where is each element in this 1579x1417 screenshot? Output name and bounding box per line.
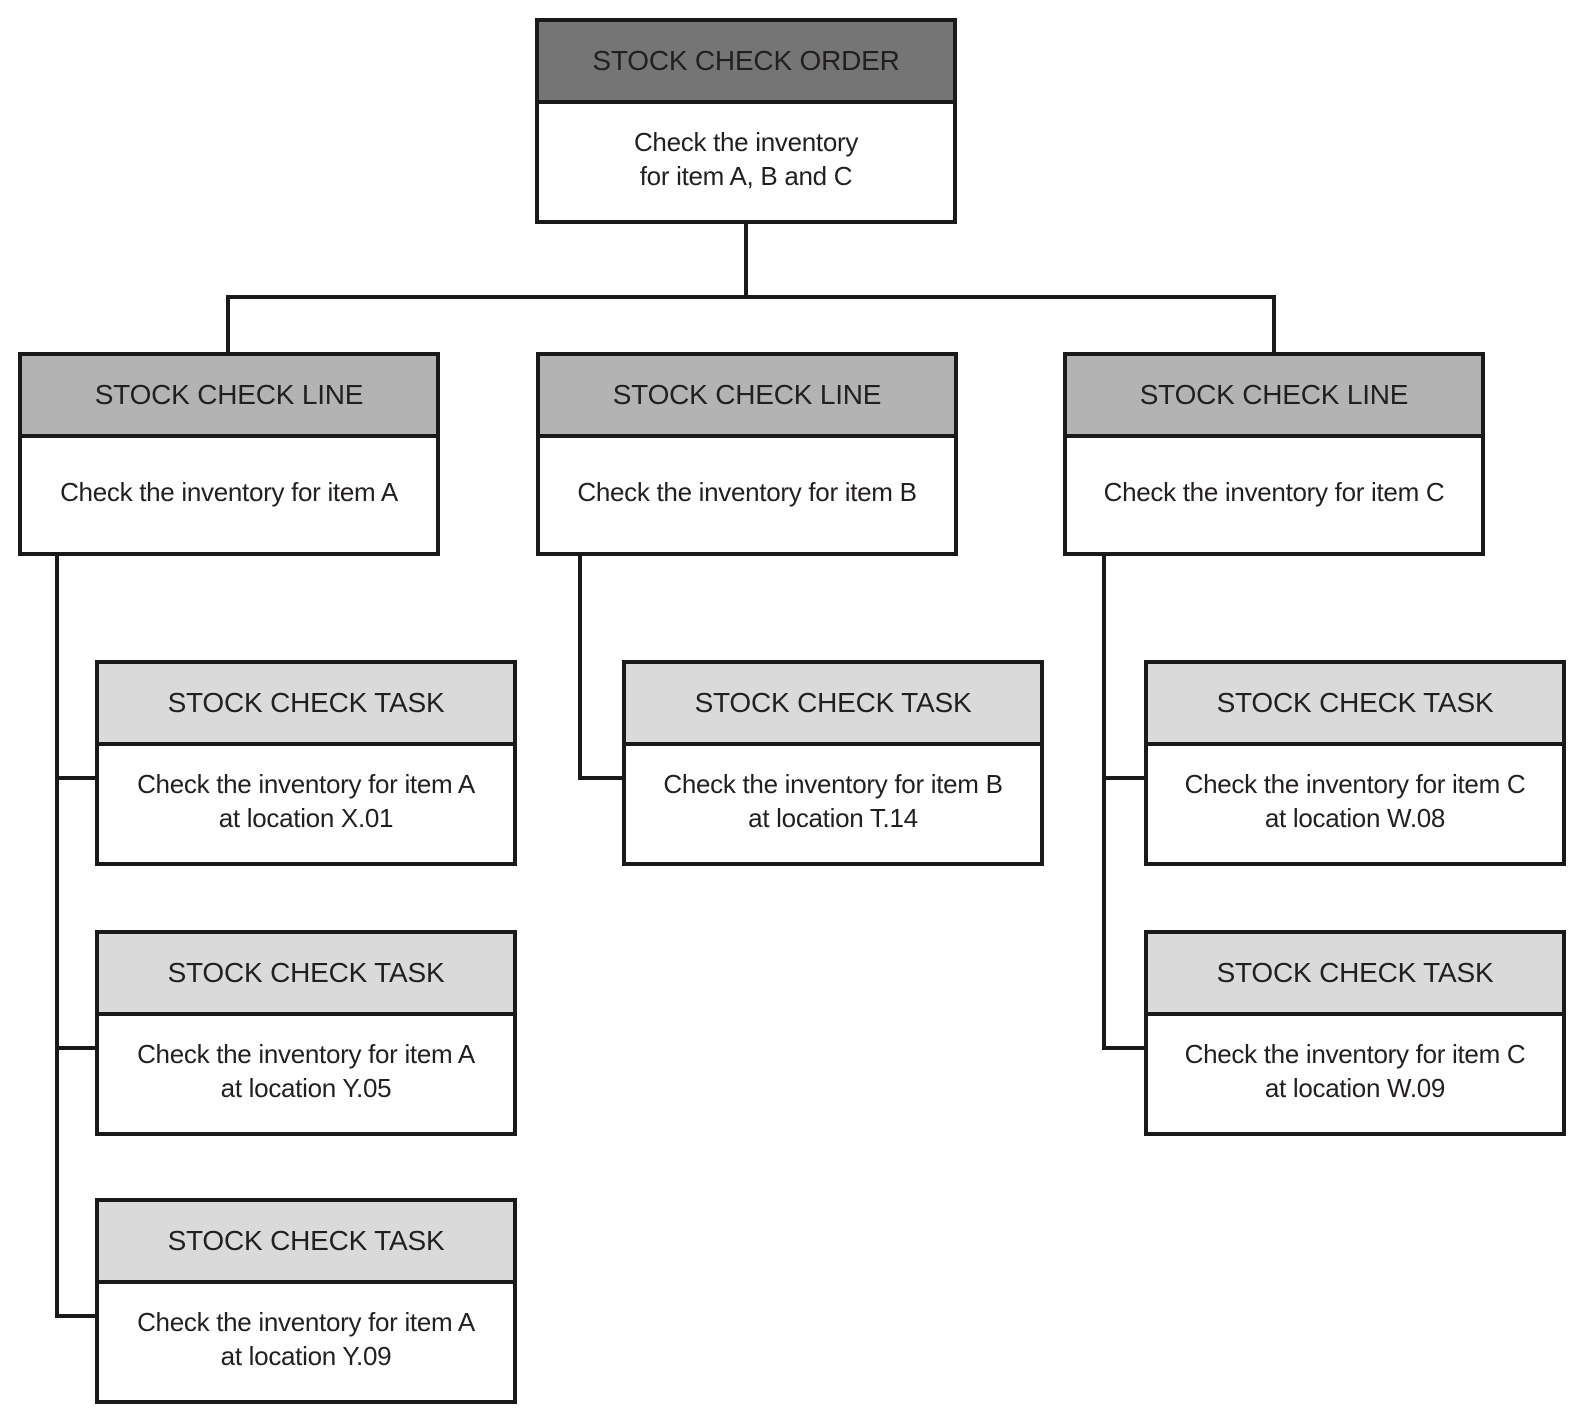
connector-top-rail bbox=[226, 295, 1276, 358]
task-box-x01-title: STOCK CHECK TASK bbox=[99, 664, 513, 746]
connector-branch-a bbox=[55, 552, 101, 1318]
task-box-y09: STOCK CHECK TASK Check the inventory for… bbox=[95, 1198, 517, 1404]
task-box-y09-title: STOCK CHECK TASK bbox=[99, 1202, 513, 1284]
task-box-w08-title: STOCK CHECK TASK bbox=[1148, 664, 1562, 746]
order-box-text: Check the inventory for item A, B and C bbox=[633, 126, 859, 191]
line-box-item-a-text: Check the inventory for item A bbox=[60, 476, 398, 507]
line-box-item-b: STOCK CHECK LINE Check the inventory for… bbox=[536, 352, 958, 556]
task-box-y05-title: STOCK CHECK TASK bbox=[99, 934, 513, 1016]
line-box-item-c-title: STOCK CHECK LINE bbox=[1067, 356, 1481, 438]
task-box-w09-title: STOCK CHECK TASK bbox=[1148, 934, 1562, 1016]
line-box-item-a-title: STOCK CHECK LINE bbox=[22, 356, 436, 438]
task-box-w08-text: Check the inventory for item C at locati… bbox=[1184, 768, 1526, 833]
task-box-y05: STOCK CHECK TASK Check the inventory for… bbox=[95, 930, 517, 1136]
task-box-t14-title: STOCK CHECK TASK bbox=[626, 664, 1040, 746]
task-box-x01: STOCK CHECK TASK Check the inventory for… bbox=[95, 660, 517, 866]
task-box-w09-text: Check the inventory for item C at locati… bbox=[1184, 1038, 1526, 1103]
task-box-t14-text: Check the inventory for item B at locati… bbox=[663, 768, 1003, 833]
task-box-w09: STOCK CHECK TASK Check the inventory for… bbox=[1144, 930, 1566, 1136]
line-box-item-a: STOCK CHECK LINE Check the inventory for… bbox=[18, 352, 440, 556]
order-box-title: STOCK CHECK ORDER bbox=[539, 22, 953, 104]
order-box: STOCK CHECK ORDER Check the inventory fo… bbox=[535, 18, 957, 224]
task-box-x01-text: Check the inventory for item A at locati… bbox=[137, 768, 475, 833]
connector-branch-c bbox=[1102, 552, 1150, 1050]
line-box-item-b-text: Check the inventory for item B bbox=[577, 476, 917, 507]
connector-branch-b bbox=[578, 552, 628, 780]
task-box-y09-text: Check the inventory for item A at locati… bbox=[137, 1306, 475, 1371]
task-box-t14: STOCK CHECK TASK Check the inventory for… bbox=[622, 660, 1044, 866]
line-box-item-b-title: STOCK CHECK LINE bbox=[540, 356, 954, 438]
task-box-w08: STOCK CHECK TASK Check the inventory for… bbox=[1144, 660, 1566, 866]
task-box-y05-text: Check the inventory for item A at locati… bbox=[137, 1038, 475, 1103]
line-box-item-c-text: Check the inventory for item C bbox=[1103, 476, 1445, 507]
line-box-item-c: STOCK CHECK LINE Check the inventory for… bbox=[1063, 352, 1485, 556]
